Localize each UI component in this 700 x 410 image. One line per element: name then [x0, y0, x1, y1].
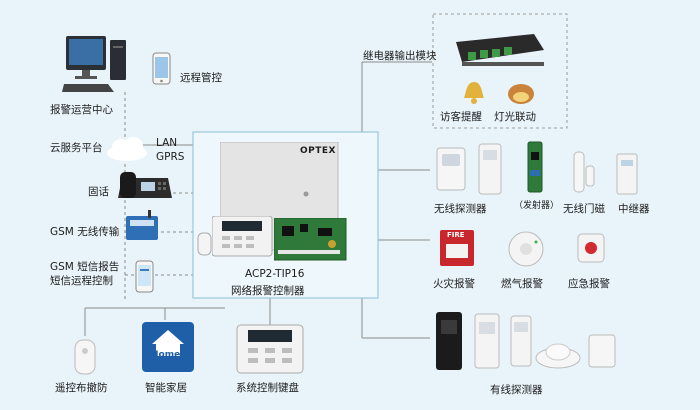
relay-module-label: 继电器输出模块 [363, 50, 437, 62]
wireless-beam-icon [478, 143, 502, 195]
gprs-label: GPRS [156, 151, 185, 163]
remote-control-label: 远程管控 [180, 72, 222, 84]
transmitter-label: （发射器） [514, 201, 560, 211]
wired-beam-icon [436, 312, 462, 370]
wall-detector-icon [588, 334, 616, 368]
desk-phone-icon [118, 172, 172, 198]
relay-module-icon [456, 34, 544, 66]
smartphone-icon [152, 52, 171, 85]
wireless-pir-icon [436, 147, 466, 191]
wired-pir-icon [474, 313, 500, 369]
computer-icon [62, 36, 126, 92]
gas-detector-icon [508, 231, 544, 267]
door-sensor-icon [573, 151, 595, 193]
light-linkage-label: 灯光联动 [494, 111, 536, 123]
cloud-icon [107, 137, 147, 161]
repeater-label: 中继器 [618, 203, 650, 215]
gsm-sms-label-1: GSM 短信报告 [50, 261, 120, 273]
wired-sensor-icon [510, 315, 532, 367]
controller-name-label: 网络报警控制器 [231, 285, 305, 297]
remote-arm-label: 遥控布撤防 [55, 382, 108, 394]
light-fixture-icon [508, 84, 534, 104]
controller-model-label: ACP2-TIP16 [245, 268, 305, 280]
system-keypad-icon [236, 324, 304, 374]
emergency-alarm-label: 应急报警 [568, 278, 610, 290]
cloud-platform-label: 云服务平台 [50, 142, 103, 154]
visitor-alert-label: 访客提醒 [440, 111, 482, 123]
landline-label: 固话 [88, 186, 109, 198]
gsm-module-icon [126, 210, 158, 240]
keypad-label: 系统控制键盘 [236, 382, 299, 394]
remote-fob-icon [74, 339, 96, 375]
lan-label: LAN [156, 137, 178, 149]
panic-button-icon [577, 233, 605, 263]
wireless-detector-label: 无线探测器 [434, 203, 487, 215]
key-fob-icon [197, 232, 212, 256]
repeater-icon [616, 153, 638, 195]
fire-alarm-icon [440, 230, 474, 266]
ceiling-detector-icon [535, 343, 581, 369]
alarm-center-label: 报警运营中心 [50, 104, 113, 116]
fire-sign-label: FIRE [447, 231, 465, 239]
circuit-board-icon [274, 218, 347, 261]
wired-detector-label: 有线探测器 [490, 384, 543, 396]
sms-phone-icon [135, 260, 154, 293]
transmitter-board-icon [527, 141, 543, 193]
fire-alarm-label: 火灾报警 [433, 278, 475, 290]
smart-home-icon [142, 322, 194, 372]
doorbell-icon [464, 82, 484, 104]
gsm-sms-label-2: 短信运程控制 [50, 275, 113, 287]
gsm-wireless-label: GSM 无线传输 [50, 226, 120, 238]
home-logo-label: Home [151, 350, 181, 360]
lcd-keypad-icon [212, 216, 273, 257]
smart-home-label: 智能家居 [145, 382, 187, 394]
wireless-door-label: 无线门磁 [563, 203, 605, 215]
optex-brand-label: OPTEX [300, 146, 336, 156]
gas-alarm-label: 燃气报警 [501, 278, 543, 290]
